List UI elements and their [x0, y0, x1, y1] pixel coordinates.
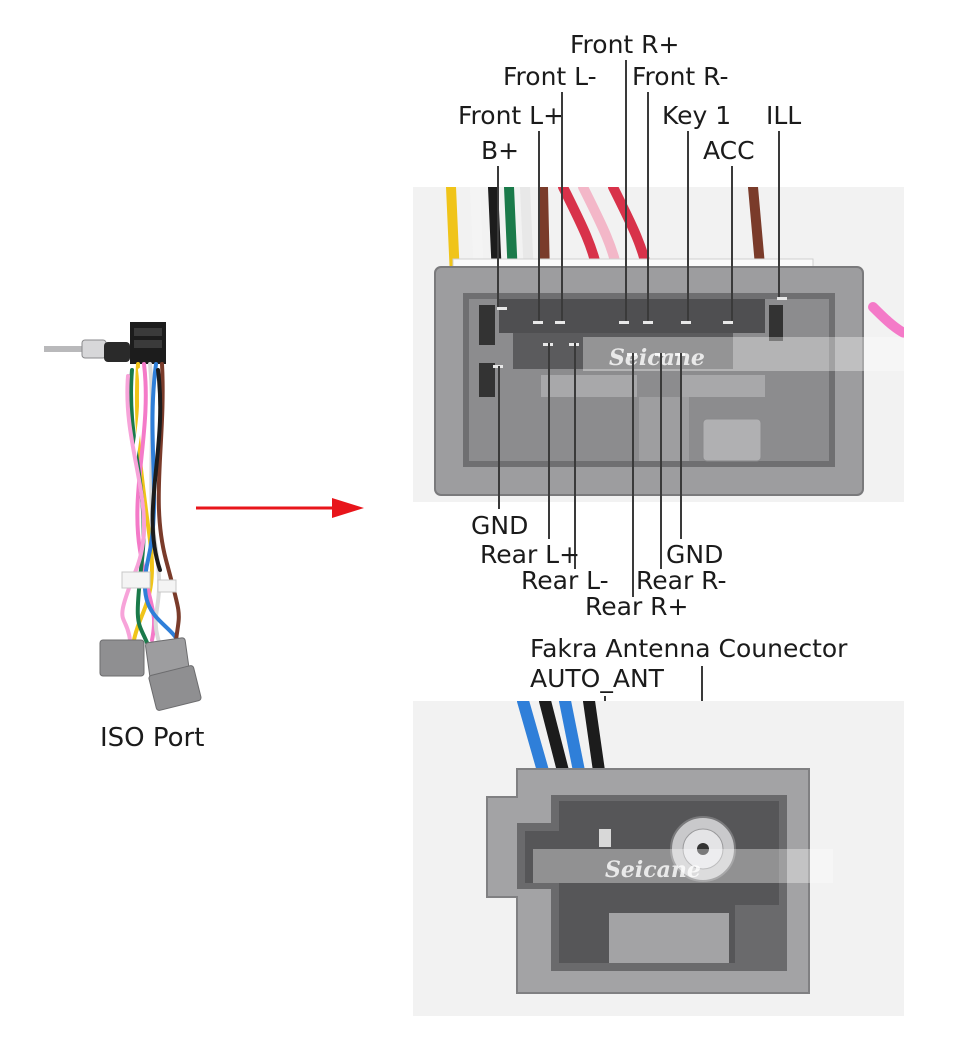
pin-label-acc: ACC	[703, 136, 755, 165]
leader-rear-l-plus	[548, 343, 550, 539]
antenna-connector-illustration: Seicane	[486, 701, 833, 994]
harness-top-connector	[130, 322, 166, 364]
leader-rear-l-minus	[574, 343, 576, 569]
leader-front-r-plus	[625, 60, 627, 321]
harness-bottom-connectors	[99, 637, 202, 711]
pin-label-rear-r-minus: Rear R-	[636, 566, 727, 595]
pin-label-front-r-plus: Front R+	[570, 30, 680, 59]
iso-harness-photo	[44, 322, 202, 711]
leader-gnd-right	[680, 353, 682, 539]
pin-label-gnd-right: GND	[666, 540, 724, 569]
leader-key-1	[687, 131, 689, 321]
pin-label-front-r-minus: Front R-	[632, 62, 729, 91]
iso-port-label: ISO Port	[100, 723, 205, 753]
leader-ill	[778, 131, 780, 297]
leader-front-l-minus	[561, 92, 563, 321]
leader-acc	[731, 166, 733, 321]
antenna-connector-photo: Seicane	[413, 701, 904, 1016]
leader-gnd-left	[498, 366, 500, 509]
pin-label-ill: ILL	[766, 101, 802, 130]
pin-label-rear-l-minus: Rear L-	[521, 566, 609, 595]
pin-label-b-plus: B+	[481, 136, 520, 165]
leader-b-plus	[497, 166, 499, 307]
leader-rear-r-minus	[660, 353, 662, 569]
pin-label-key-1: Key 1	[662, 101, 732, 130]
pin-label-rear-r-plus: Rear R+	[585, 592, 689, 621]
antenna-plug-icon	[44, 339, 130, 362]
pin-label-gnd-left: GND	[471, 511, 529, 540]
main-connector-illustration: Seicane	[434, 187, 904, 496]
leader-front-r-minus	[647, 92, 649, 321]
pin-label-rear-l-plus: Rear L+	[480, 540, 581, 569]
harness-wires	[120, 362, 182, 647]
main-connector-watermark: Seicane	[609, 345, 705, 371]
main-connector-photo: Seicane	[413, 187, 904, 502]
antenna-label-auto-ant: AUTO_ANT	[530, 664, 664, 693]
leader-front-l-plus	[538, 131, 540, 321]
pin-label-front-l-minus: Front L-	[503, 62, 597, 91]
pin-label-front-l-plus: Front L+	[458, 101, 565, 130]
antenna-label-fakra: Fakra Antenna Counector	[530, 634, 848, 663]
leader-rear-r-plus	[632, 353, 634, 597]
antenna-connector-watermark: Seicane	[605, 857, 701, 883]
arrow-icon	[196, 498, 364, 518]
